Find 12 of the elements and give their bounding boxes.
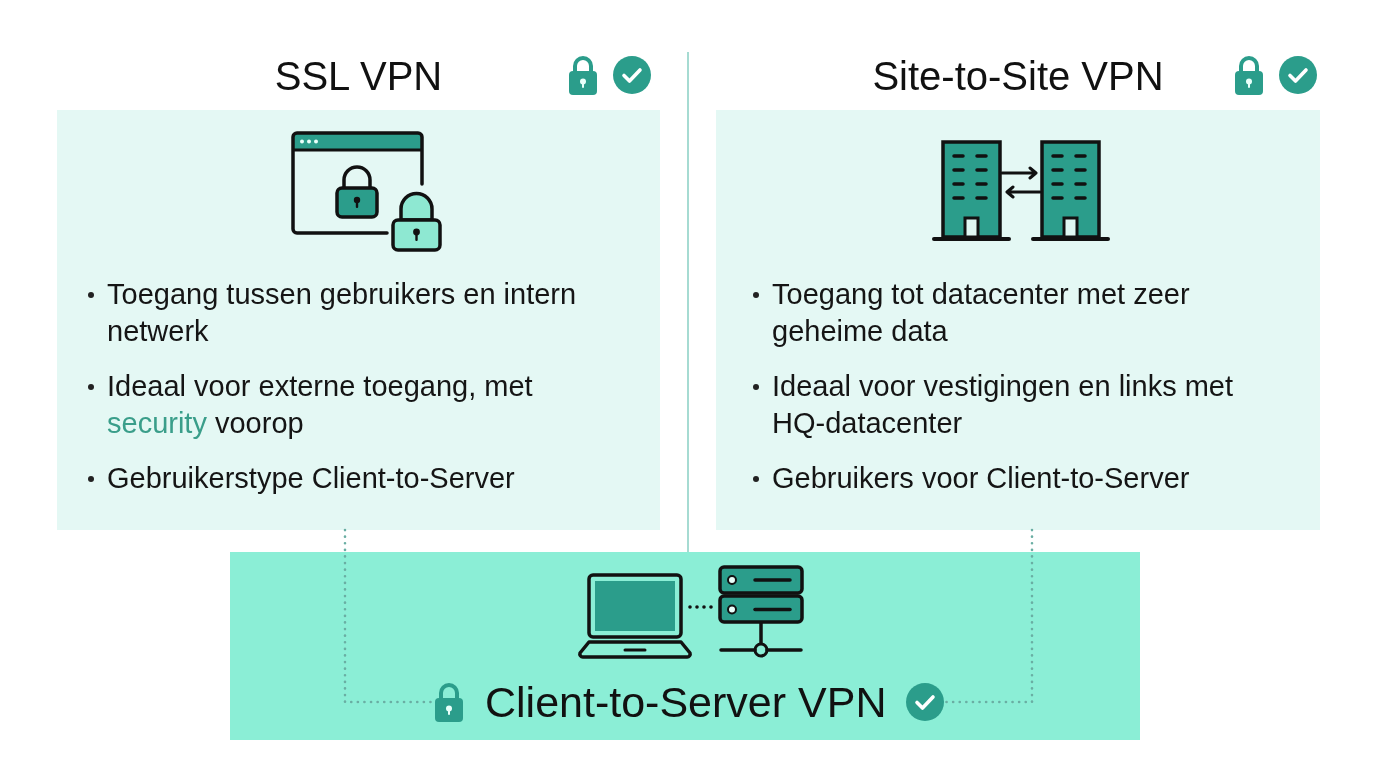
bullet-text: Toegang tussen gebruikers en intern netwerk [87, 276, 607, 350]
bullet-text: Toegang tot datacenter met zeer geheime data [752, 276, 1272, 350]
panel-heading: Site-to-Site VPN [872, 53, 1164, 100]
bullet-text: Ideaal voor externe toegang, met security voorop [87, 368, 607, 442]
bullet-text: Ideaal voor vestigingen en links met HQ-datacenter [752, 368, 1272, 442]
bullet-text: Gebruikers voor Client-to-Server [752, 460, 1272, 497]
dotted-connector [343, 528, 435, 704]
bullet-text: Gebruikerstype Client-to-Server [87, 460, 607, 497]
panel-title: Client-to-Server VPN [485, 679, 887, 725]
highlight-band [230, 552, 1140, 740]
panel-heading: SSL VPN [274, 53, 443, 100]
dotted-connector [943, 528, 1034, 704]
